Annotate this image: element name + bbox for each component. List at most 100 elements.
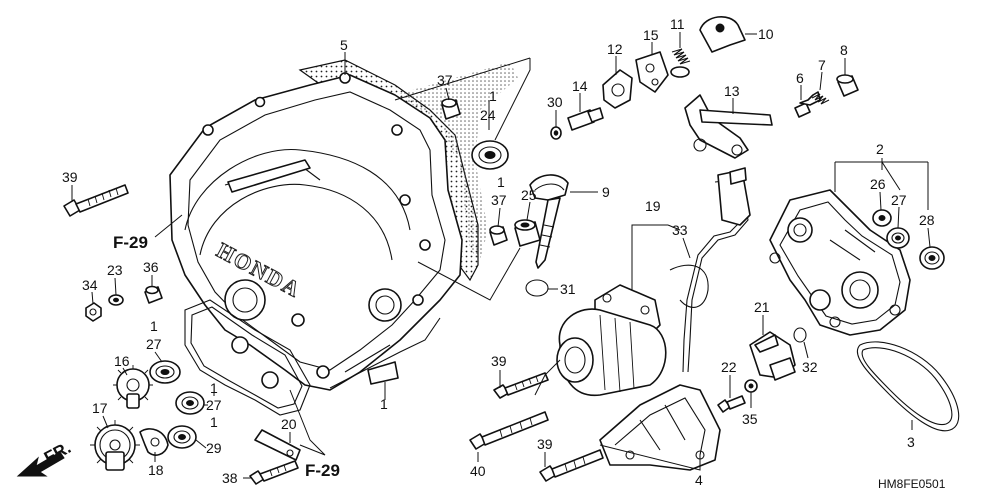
callout-27: 27: [146, 336, 162, 352]
callout-39: 39: [537, 436, 553, 452]
bearing-28: [919, 246, 945, 270]
bearing-26: [872, 209, 892, 227]
callout-2: 2: [876, 141, 884, 157]
callout-1: 1: [150, 318, 158, 334]
callout-27: 27: [891, 192, 907, 208]
bolt-22: [717, 395, 746, 413]
callout-28: 28: [919, 212, 935, 228]
callout-5: 5: [340, 37, 348, 53]
inner-gasket: [184, 299, 311, 416]
callout-12: 12: [607, 41, 623, 57]
washer-18: [139, 428, 169, 456]
callout-38: 38: [222, 470, 238, 486]
sensor-14: [567, 107, 604, 131]
callout-1: 1: [380, 396, 388, 412]
bolt-6: [794, 91, 821, 118]
callout-3: 3: [907, 434, 915, 450]
spring-11: [670, 48, 691, 78]
bolt-38: [249, 460, 299, 485]
callout-15: 15: [643, 27, 659, 43]
callout-18: 18: [148, 462, 164, 478]
callout-4: 4: [695, 472, 703, 488]
gear-17: [90, 420, 140, 471]
leader-lines: [71, 32, 931, 479]
plug-8: [836, 74, 859, 97]
callout-31: 31: [560, 281, 576, 297]
callout-1: 1: [497, 174, 505, 190]
oring-31: [525, 279, 549, 297]
callout-20: 20: [281, 416, 297, 432]
bearing-27-c: [886, 227, 910, 249]
callout-37: 37: [437, 72, 453, 88]
gasket-3: [856, 341, 960, 432]
callout-19: 19: [645, 198, 661, 214]
gear-16: [113, 365, 153, 409]
dipstick-9: [529, 174, 569, 269]
callout-21: 21: [754, 299, 770, 315]
front-direction-arrow: FR.: [16, 438, 74, 477]
callout-24: 24: [480, 107, 496, 123]
bearing-27-b: [175, 391, 205, 415]
callout-23: 23: [107, 262, 123, 278]
shaft-13: [684, 94, 773, 159]
callout-1: 1: [489, 88, 497, 104]
callout-29: 29: [206, 440, 222, 456]
callout-33: 33: [672, 222, 688, 238]
callout-16: 16: [114, 353, 130, 369]
callout-35: 35: [742, 411, 758, 427]
washer-30: [550, 126, 562, 140]
bearing-29: [167, 425, 197, 449]
callout-10: 10: [758, 26, 774, 42]
callout-7: 7: [818, 57, 826, 73]
switch-12: [602, 69, 633, 109]
washer-23: [108, 294, 124, 306]
callout-26: 26: [870, 176, 886, 192]
nut-34: [85, 302, 102, 322]
callout-1: 1: [210, 380, 218, 396]
callout-30: 30: [547, 94, 563, 110]
bearing-24: [471, 140, 509, 170]
callout-37: 37: [491, 192, 507, 208]
guard-4: [599, 384, 721, 471]
bolt-39-lower: [539, 449, 604, 482]
callout-39: 39: [491, 353, 507, 369]
motor-19: [556, 284, 667, 397]
plate-15: [635, 51, 669, 93]
bolt-39-upper: [63, 184, 129, 217]
plate-20: [254, 429, 301, 461]
callout-25: 25: [521, 187, 537, 203]
page-ref-f29-left: F-29: [113, 233, 148, 252]
callout-1: 1: [210, 414, 218, 430]
bearing-27-a: [149, 360, 181, 384]
front-cover: HONDA: [169, 72, 463, 391]
callout-34: 34: [82, 277, 98, 293]
callout-22: 22: [721, 359, 737, 375]
callout-36: 36: [143, 259, 159, 275]
sensor-21: [749, 331, 796, 381]
bushing-25: [514, 219, 541, 247]
callout-9: 9: [602, 184, 610, 200]
callout-13: 13: [724, 83, 740, 99]
callout-11: 11: [670, 16, 685, 32]
callout-8: 8: [840, 42, 848, 58]
page-ref-f29-bottom: F-29: [305, 461, 340, 480]
drawing-code: HM8FE0501: [878, 477, 946, 491]
housing-2: [769, 189, 911, 336]
callout-14: 14: [572, 78, 588, 94]
callout-numbers: 1 1 1 1 1 1 2 3 4 5 6 7 8 9 10 11 12 13 …: [62, 16, 935, 488]
washer-35: [744, 379, 758, 393]
callout-40: 40: [470, 463, 486, 479]
dowel-37-lower: [489, 225, 508, 246]
callout-6: 6: [796, 70, 804, 86]
callout-27: 27: [206, 397, 222, 413]
oring-32: [793, 327, 807, 343]
spring-7: [811, 93, 830, 105]
cam-10: [699, 16, 746, 53]
dowel-36: [144, 285, 163, 304]
bolt-40: [469, 411, 549, 450]
wire-33: [669, 167, 751, 373]
callout-17: 17: [92, 400, 108, 416]
callout-32: 32: [802, 359, 818, 375]
